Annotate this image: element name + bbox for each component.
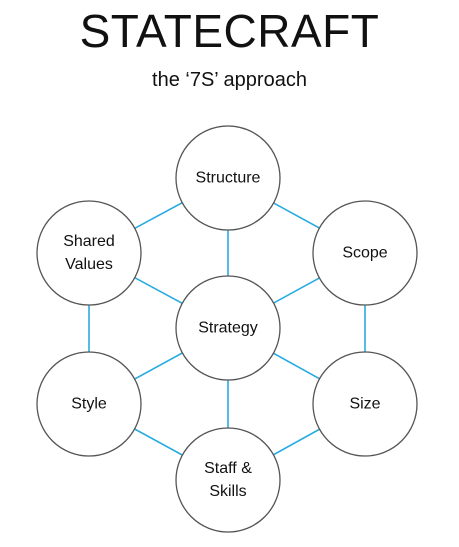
- node-staff-skills: Staff & Skills: [175, 427, 281, 533]
- node-label-staff-skills-line-1: Staff &: [204, 460, 252, 477]
- node-strategy: Strategy: [175, 275, 281, 381]
- node-style: Style: [36, 351, 142, 457]
- node-label-structure: Structure: [196, 170, 261, 187]
- node-label-style: Style: [71, 396, 107, 413]
- node-scope: Scope: [312, 200, 418, 306]
- node-circle-shared-values: [36, 200, 142, 306]
- node-circle-staff-skills: [175, 427, 281, 533]
- node-label-shared-values-line-2: Values: [65, 256, 113, 273]
- node-structure: Structure: [175, 125, 281, 231]
- node-label-scope: Scope: [342, 245, 387, 262]
- diagram-subtitle: the ‘7S’ approach: [152, 69, 307, 91]
- node-label-staff-skills-line-2: Skills: [209, 483, 246, 500]
- node-circle-scope: [312, 200, 418, 306]
- node-label-shared-values-line-1: Shared: [63, 233, 115, 250]
- node-circle-structure: [175, 125, 281, 231]
- diagram-title: STATECRAFT: [79, 5, 380, 57]
- node-label-size: Size: [349, 396, 380, 413]
- node-size: Size: [312, 351, 418, 457]
- node-circle-strategy: [175, 275, 281, 381]
- node-circle-size: [312, 351, 418, 457]
- node-circle-style: [36, 351, 142, 457]
- node-label-strategy: Strategy: [198, 320, 258, 337]
